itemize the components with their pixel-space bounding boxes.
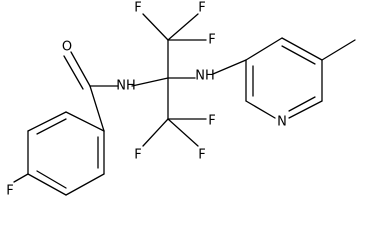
fluorine-top-mid-label: F <box>208 33 215 48</box>
oxygen-label: O <box>62 40 72 55</box>
pyridine-n-label: N <box>277 115 287 130</box>
fluorine-top-right-label: F <box>198 1 205 16</box>
hexafluoro-center <box>142 13 207 147</box>
fluorine-top-left-label: F <box>134 1 141 16</box>
nh-pyridine-bond <box>212 59 247 75</box>
methylpyridine-ring <box>245 37 323 119</box>
amide-nh-label: NH <box>116 79 136 94</box>
amide-group <box>63 51 119 132</box>
methyl-bond <box>321 39 356 61</box>
fluorine-bottom-right-label: F <box>198 148 205 163</box>
nh-c-bond <box>131 77 169 87</box>
molecule-structure: O NH NH N F F F F F F F <box>6 1 356 199</box>
fluorine-bottom-mid-label: F <box>208 114 215 129</box>
fluorophenyl-ring <box>27 111 105 196</box>
c-f-bond <box>13 173 29 183</box>
amine-nh-label: NH <box>195 69 215 84</box>
fluorine-para-label: F <box>6 184 13 199</box>
fluorine-bottom-left-label: F <box>134 148 141 163</box>
